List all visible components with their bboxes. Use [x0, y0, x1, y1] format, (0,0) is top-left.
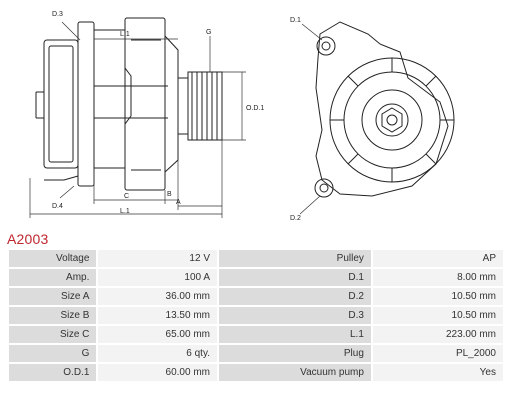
spec-value: PL_2000 — [372, 345, 503, 362]
alternator-side-view — [35, 17, 223, 191]
spec-value: 100 A — [98, 269, 217, 286]
spec-label: D.2 — [219, 288, 371, 305]
spec-value: 13.50 mm — [98, 307, 217, 324]
spec-value: 65.00 mm — [98, 326, 217, 343]
spec-label: Pulley — [219, 250, 371, 267]
spec-value: 10.50 mm — [372, 307, 503, 324]
spec-label: Plug — [219, 345, 371, 362]
spec-value: 8.00 mm — [372, 269, 503, 286]
spec-value: 36.00 mm — [98, 288, 217, 305]
table-row: O.D.1 60.00 mm Vacuum pump Yes — [9, 364, 503, 381]
alternator-technical-drawing: D.3 G L.1 O.D.1 D.4 C B A L.1 D.1 D.2 — [29, 11, 455, 222]
label-b: B — [167, 191, 172, 198]
spec-label: G — [9, 345, 97, 362]
table-row: Size A 36.00 mm D.2 10.50 mm — [9, 288, 503, 305]
spec-value: 10.50 mm — [372, 288, 503, 305]
label-l1-top: L.1 — [120, 31, 130, 38]
spec-value: 60.00 mm — [98, 364, 217, 381]
spec-value: 223.00 mm — [372, 326, 503, 343]
table-row: G 6 qty. Plug PL_2000 — [9, 345, 503, 362]
table-row: Amp. 100 A D.1 8.00 mm — [9, 269, 503, 286]
spec-label: Amp. — [9, 269, 97, 286]
spec-label: Size B — [9, 307, 97, 324]
spec-label: O.D.1 — [9, 364, 97, 381]
table-row: Voltage 12 V Pulley AP — [9, 250, 503, 267]
label-g: G — [206, 29, 211, 36]
spec-label: Vacuum pump — [219, 364, 371, 381]
spec-value: AP — [372, 250, 503, 267]
spec-value: 12 V — [98, 250, 217, 267]
part-number: A2003 — [7, 231, 49, 247]
label-d3: D.3 — [52, 11, 63, 18]
spec-label: Voltage — [9, 250, 97, 267]
specs-table: Voltage 12 V Pulley AP Amp. 100 A D.1 8.… — [7, 248, 505, 383]
label-d2: D.2 — [290, 215, 301, 222]
spec-value: 6 qty. — [98, 345, 217, 362]
table-row: Size C 65.00 mm L.1 223.00 mm — [9, 326, 503, 343]
alternator-front-view — [314, 21, 455, 198]
label-od1: O.D.1 — [246, 105, 264, 112]
spec-label: Size C — [9, 326, 97, 343]
label-d4: D.4 — [52, 203, 63, 210]
spec-label: D.3 — [219, 307, 371, 324]
label-l1-bottom: L.1 — [120, 208, 130, 215]
spec-label: L.1 — [219, 326, 371, 343]
label-a: A — [176, 199, 181, 206]
spec-value: Yes — [372, 364, 503, 381]
label-d1: D.1 — [290, 17, 301, 24]
dimension-lines — [29, 21, 246, 218]
front-view-leader-lines — [299, 23, 323, 215]
label-c: C — [124, 193, 129, 200]
spec-label: Size A — [9, 288, 97, 305]
table-row: Size B 13.50 mm D.3 10.50 mm — [9, 307, 503, 324]
spec-label: D.1 — [219, 269, 371, 286]
